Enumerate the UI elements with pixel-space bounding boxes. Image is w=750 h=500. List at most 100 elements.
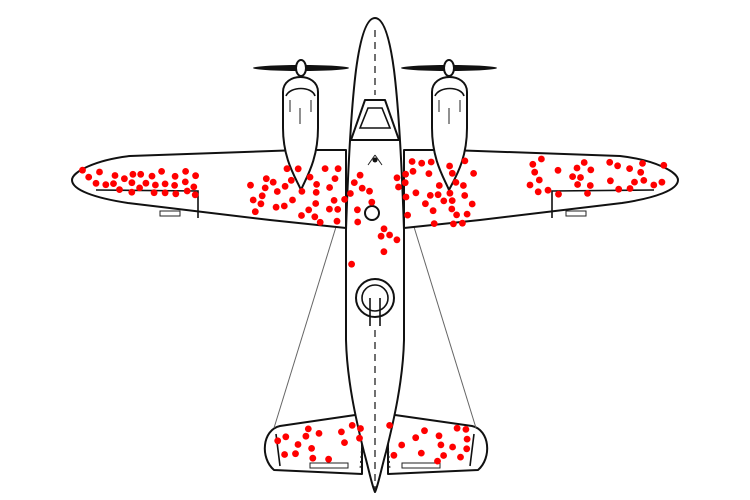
hit-marker bbox=[116, 186, 123, 194]
hit-marker bbox=[298, 212, 305, 219]
hit-marker bbox=[316, 218, 324, 226]
hit-marker bbox=[283, 165, 291, 173]
hit-marker bbox=[269, 178, 277, 186]
hit-marker bbox=[660, 161, 668, 169]
hit-marker bbox=[614, 162, 621, 170]
fuselage bbox=[345, 17, 405, 493]
hit-marker bbox=[304, 425, 312, 433]
hit-marker bbox=[366, 187, 373, 195]
hit-marker bbox=[461, 157, 469, 165]
hit-marker bbox=[470, 170, 477, 177]
hit-marker bbox=[526, 181, 534, 189]
hit-marker bbox=[606, 158, 614, 166]
hit-marker bbox=[190, 183, 198, 191]
hit-marker bbox=[586, 182, 594, 189]
left-spinner bbox=[295, 59, 307, 77]
hit-marker bbox=[461, 192, 469, 199]
hit-marker bbox=[448, 197, 456, 205]
hit-marker bbox=[555, 190, 562, 198]
hit-marker bbox=[171, 172, 179, 180]
hit-marker bbox=[577, 174, 584, 181]
hit-marker bbox=[171, 182, 179, 189]
hit-marker bbox=[294, 165, 302, 173]
hit-marker bbox=[161, 180, 169, 188]
hit-marker bbox=[348, 422, 356, 429]
hit-marker bbox=[172, 190, 180, 198]
hit-marker bbox=[440, 452, 447, 459]
hit-marker bbox=[639, 160, 646, 167]
hit-marker bbox=[330, 197, 338, 204]
hit-marker bbox=[386, 231, 393, 239]
hit-marker bbox=[402, 193, 410, 201]
left-elevator-tab bbox=[309, 462, 349, 469]
hit-marker bbox=[569, 173, 576, 181]
hit-marker bbox=[331, 175, 339, 183]
hit-marker bbox=[587, 166, 595, 174]
hit-marker bbox=[287, 176, 295, 184]
hit-marker bbox=[347, 190, 354, 197]
hit-marker bbox=[453, 424, 461, 432]
hit-marker bbox=[309, 454, 317, 462]
hit-marker bbox=[311, 213, 319, 221]
hit-marker bbox=[640, 177, 648, 184]
hit-marker bbox=[440, 197, 448, 205]
hit-marker bbox=[298, 188, 306, 195]
hit-marker bbox=[658, 178, 666, 186]
hit-marker bbox=[333, 217, 341, 225]
hit-marker bbox=[573, 164, 581, 172]
hit-marker bbox=[158, 168, 166, 175]
hit-marker bbox=[249, 196, 257, 204]
hit-marker bbox=[280, 202, 288, 210]
hit-marker bbox=[580, 159, 588, 166]
hit-marker bbox=[584, 190, 591, 197]
hit-marker bbox=[312, 189, 320, 196]
hit-marker bbox=[129, 170, 137, 178]
hit-marker bbox=[401, 179, 409, 187]
hit-marker bbox=[368, 198, 376, 206]
hit-marker bbox=[449, 443, 456, 451]
hit-marker bbox=[457, 453, 464, 461]
hit-marker bbox=[321, 165, 329, 173]
hit-marker bbox=[425, 170, 433, 178]
hit-marker bbox=[281, 182, 289, 190]
hit-marker bbox=[191, 191, 199, 199]
hit-marker bbox=[429, 207, 437, 215]
hit-marker bbox=[357, 425, 364, 432]
hit-marker bbox=[274, 437, 282, 445]
hit-marker bbox=[358, 184, 366, 192]
hit-marker bbox=[531, 168, 539, 176]
hit-marker bbox=[398, 441, 406, 449]
hit-marker bbox=[183, 187, 191, 195]
hit-marker bbox=[334, 206, 342, 213]
hit-marker bbox=[338, 428, 345, 436]
hit-marker bbox=[446, 189, 454, 197]
hit-marker bbox=[453, 211, 460, 219]
hit-marker bbox=[247, 181, 254, 189]
hit-marker bbox=[637, 168, 645, 176]
hit-marker bbox=[380, 248, 388, 256]
right-aileron-tab bbox=[565, 210, 587, 217]
hit-marker bbox=[544, 186, 552, 194]
hit-marker bbox=[348, 260, 355, 268]
hit-marker bbox=[121, 175, 128, 183]
hit-marker bbox=[386, 422, 393, 429]
hit-marker bbox=[412, 434, 420, 442]
hit-marker bbox=[412, 189, 420, 197]
hatch bbox=[364, 205, 380, 221]
hit-marker bbox=[356, 171, 364, 179]
hit-marker bbox=[305, 206, 313, 214]
hit-marker bbox=[615, 185, 623, 193]
hit-marker bbox=[152, 181, 159, 189]
hit-marker bbox=[292, 450, 299, 458]
hit-marker bbox=[325, 455, 332, 463]
hit-marker bbox=[446, 162, 453, 170]
hit-marker bbox=[341, 439, 348, 446]
hit-marker bbox=[334, 165, 342, 173]
hit-marker bbox=[128, 188, 136, 196]
hit-marker bbox=[448, 205, 456, 213]
hit-marker bbox=[417, 449, 425, 457]
hit-marker bbox=[313, 181, 320, 188]
hit-marker bbox=[150, 189, 158, 197]
left-tailplane bbox=[263, 413, 363, 475]
